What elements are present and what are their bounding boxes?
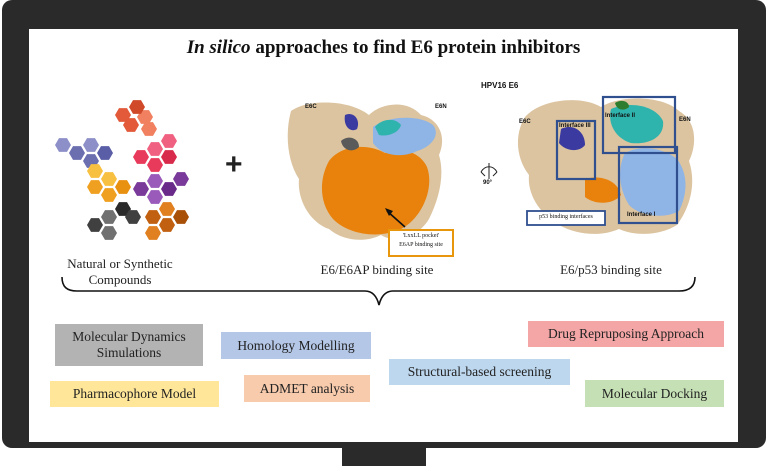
interface-i-box xyxy=(617,145,679,225)
compound-hexagon xyxy=(173,172,189,186)
protein-name: HPV16 E6 xyxy=(481,81,519,90)
compound-hexagon xyxy=(159,218,175,232)
compound-hexagon xyxy=(129,100,145,114)
pocket-arrowhead xyxy=(385,208,393,216)
compound-hexagon xyxy=(161,134,177,148)
e6n-left-label: E6N xyxy=(435,104,447,110)
plus-sign: + xyxy=(225,148,243,181)
interface-iii-box xyxy=(555,119,597,181)
compound-hexagon xyxy=(161,150,177,164)
rotation-label: 90° xyxy=(483,180,493,186)
lxxll-pocket-region xyxy=(321,146,430,235)
diagram-title: In silico approaches to find E6 protein … xyxy=(29,37,738,59)
compound-hexagon xyxy=(115,202,131,216)
compounds-label: Natural or Synthetic Compounds xyxy=(67,256,173,287)
compound-hexagon xyxy=(101,188,117,202)
interface-i-label: Interface I xyxy=(627,212,656,218)
monitor-stand xyxy=(342,446,426,466)
compound-hexagon xyxy=(83,138,99,152)
p53-protein-surface xyxy=(517,98,695,234)
method-admet-analysis: ADMET analysis xyxy=(244,375,370,402)
compound-hexagons xyxy=(55,100,189,240)
interface-iii-region xyxy=(559,126,585,151)
compound-hexagon xyxy=(173,210,189,224)
method-pharmacophore-model: Pharmacophore Model xyxy=(50,381,219,407)
interface-ii-region xyxy=(610,105,664,144)
p53-label-box xyxy=(526,210,606,226)
diagram-screen: In silico approaches to find E6 protein … xyxy=(29,29,738,442)
grouping-bracket xyxy=(61,276,696,306)
compound-hexagon xyxy=(115,108,131,122)
compound-hexagon xyxy=(101,226,117,240)
compound-hexagon xyxy=(133,150,149,164)
compound-hexagon xyxy=(125,210,141,224)
compound-hexagon xyxy=(159,202,175,216)
compound-hexagon xyxy=(145,226,161,240)
e6ap-site-label: E6/E6AP binding site xyxy=(320,262,434,277)
title-rest: approaches to find E6 protein inhibitors xyxy=(250,37,581,58)
protein-left-teal-region xyxy=(375,119,401,136)
interface-i-region xyxy=(620,148,686,216)
compound-hexagon xyxy=(161,182,177,196)
diagram-graphics xyxy=(55,95,696,306)
compound-hexagon xyxy=(87,180,103,194)
compound-hexagon xyxy=(147,190,163,204)
protein-right-green-region xyxy=(615,100,629,110)
pocket-label-box xyxy=(388,229,454,257)
compound-hexagon xyxy=(147,158,163,172)
pocket-label-line2: E6AP binding site xyxy=(399,242,443,248)
protein-right-orange-region xyxy=(585,177,621,203)
compound-hexagon xyxy=(145,210,161,224)
e6ap-protein-surface xyxy=(287,102,443,240)
pocket-label-line1: 'LxxLL pocket' xyxy=(402,233,440,239)
compound-hexagon xyxy=(133,182,149,196)
method-structural-screening: Structural-based screening xyxy=(389,359,570,385)
compound-hexagon xyxy=(147,174,163,188)
e6n-right-label: E6N xyxy=(679,117,691,123)
interface-ii-box xyxy=(601,95,677,155)
compound-hexagon xyxy=(101,172,117,186)
p53-site-label: E6/p53 binding site xyxy=(560,262,662,277)
compound-hexagon xyxy=(69,146,85,160)
title-italic: In silico xyxy=(186,37,251,58)
e6c-left-label: E6C xyxy=(305,104,317,110)
compound-hexagon xyxy=(147,142,163,156)
interface-iii-label: Interface III xyxy=(559,123,591,129)
compound-hexagon xyxy=(87,164,103,178)
compound-hexagon xyxy=(87,218,103,232)
compound-hexagon xyxy=(101,210,117,224)
protein-left-navy-region xyxy=(344,113,359,131)
compound-hexagon xyxy=(115,180,131,194)
protein-left-gray-region xyxy=(341,137,359,151)
method-drug-repurposing: Drug Repruposing Approach xyxy=(528,321,724,347)
method-molecular-dynamics: Molecular Dynamics Simulations xyxy=(55,324,203,366)
method-molecular-docking: Molecular Docking xyxy=(585,380,724,407)
compound-hexagon xyxy=(141,122,157,136)
rotation-symbol xyxy=(480,163,498,179)
compound-hexagon xyxy=(55,138,71,152)
e6c-right-label: E6C xyxy=(519,119,531,125)
method-homology-modelling: Homology Modelling xyxy=(221,332,371,359)
p53-interfaces-label: p53 binding interfaces xyxy=(539,214,593,220)
compound-hexagon xyxy=(97,146,113,160)
interface-ii-label: Interface II xyxy=(605,113,636,119)
